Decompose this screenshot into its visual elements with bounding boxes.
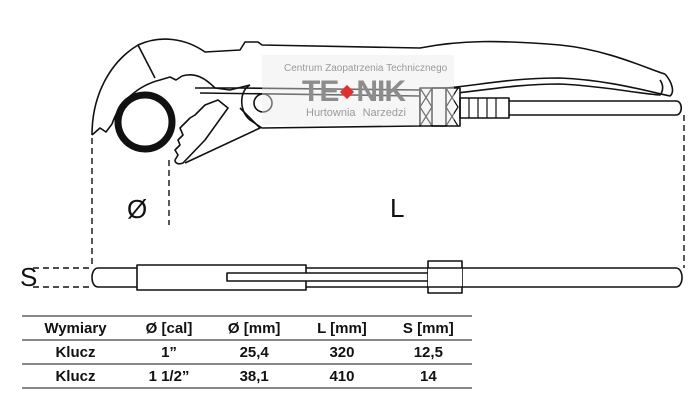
cell: Klucz bbox=[22, 340, 129, 365]
cell: 38,1 bbox=[209, 364, 300, 389]
length-label: L bbox=[390, 193, 405, 223]
table-row: Klucz 1” 25,4 320 12,5 bbox=[22, 340, 472, 365]
dimension-lines bbox=[33, 115, 685, 288]
diameter-label: Ø bbox=[127, 194, 148, 224]
pivot-bolt bbox=[253, 93, 273, 113]
side-view-bar bbox=[91, 267, 683, 288]
cell: 1 1/2” bbox=[128, 364, 210, 389]
cell: 410 bbox=[299, 364, 385, 389]
cell: 25,4 bbox=[209, 340, 300, 365]
header-cell: Wymiary bbox=[22, 315, 129, 341]
watermark-top-text: Centrum Zaopatrzenia Technicznego bbox=[284, 63, 448, 74]
table-header-row: Wymiary Ø [cal] Ø [mm] L [mm] S [mm] bbox=[22, 315, 472, 341]
pipe-wrench-drawing bbox=[33, 38, 685, 294]
cell: 14 bbox=[384, 364, 472, 389]
lower-jaw bbox=[174, 73, 251, 165]
thickness-label: S bbox=[20, 262, 38, 292]
hook-jaw bbox=[91, 38, 666, 136]
cell: 320 bbox=[299, 340, 385, 365]
cell: 1” bbox=[128, 340, 210, 365]
header-cell: S [mm] bbox=[384, 315, 472, 341]
logo-diamond-icon bbox=[340, 84, 355, 100]
header-cell: Ø [mm] bbox=[209, 315, 300, 341]
cell: 12,5 bbox=[384, 340, 472, 365]
header-cell: Ø [cal] bbox=[128, 315, 210, 341]
header-cell: L [mm] bbox=[299, 315, 385, 341]
watermark-bottom-text: Hurtownia Narzedzi bbox=[306, 107, 406, 119]
table-row: Klucz 1 1/2” 38,1 410 14 bbox=[22, 364, 472, 389]
cell: Klucz bbox=[22, 364, 129, 389]
pipe-section bbox=[114, 91, 176, 153]
shaft bbox=[509, 100, 683, 116]
pivot-housing bbox=[240, 84, 421, 129]
dimensions-table: Wymiary Ø [cal] Ø [mm] L [mm] S [mm] Klu… bbox=[22, 315, 472, 389]
handle bbox=[195, 73, 674, 97]
